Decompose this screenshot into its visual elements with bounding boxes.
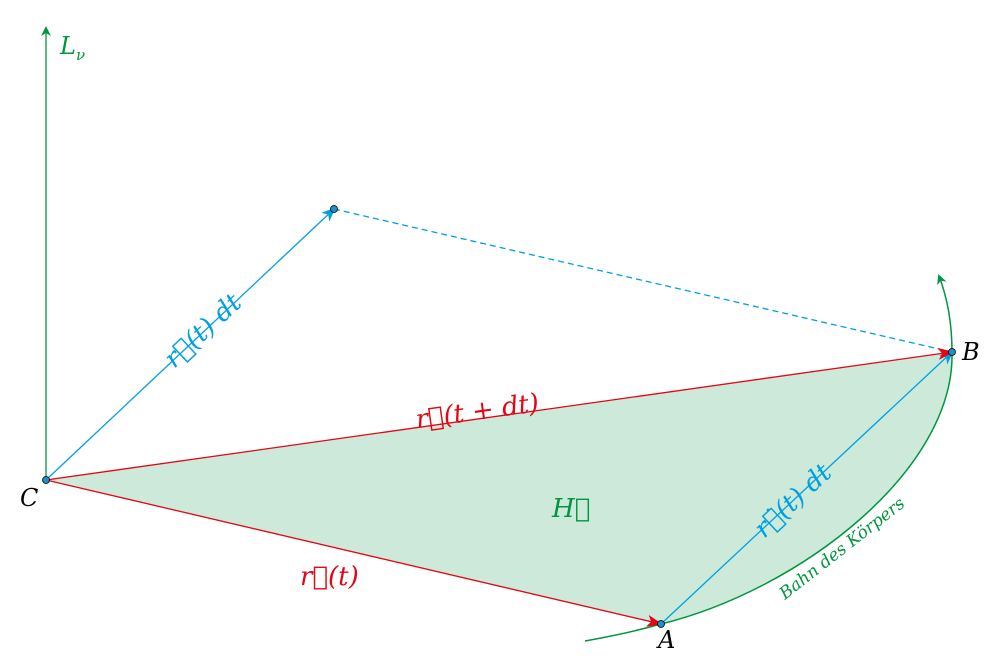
label-B: B xyxy=(961,338,980,366)
orbit-curve xyxy=(584,274,953,642)
dashed-connector xyxy=(333,208,953,353)
point-A xyxy=(657,620,665,628)
point-velocity-tip xyxy=(330,205,338,213)
label-H: H⃗ xyxy=(551,494,590,524)
label-velocity-upper: r⃗(t) dt xyxy=(158,288,248,375)
point-C xyxy=(42,476,50,484)
swept-area xyxy=(46,352,953,624)
velocity-vector-at-A xyxy=(660,350,954,625)
axis-label: Lν xyxy=(59,32,85,64)
velocity-vector-at-C xyxy=(45,207,336,481)
label-A: A xyxy=(656,626,675,654)
label-C: C xyxy=(20,484,38,512)
label-r-t: r⃗(t) xyxy=(300,562,359,592)
position-vector-r-t-dt xyxy=(45,348,954,481)
point-B xyxy=(948,348,956,356)
position-vector-r-t xyxy=(45,479,663,627)
